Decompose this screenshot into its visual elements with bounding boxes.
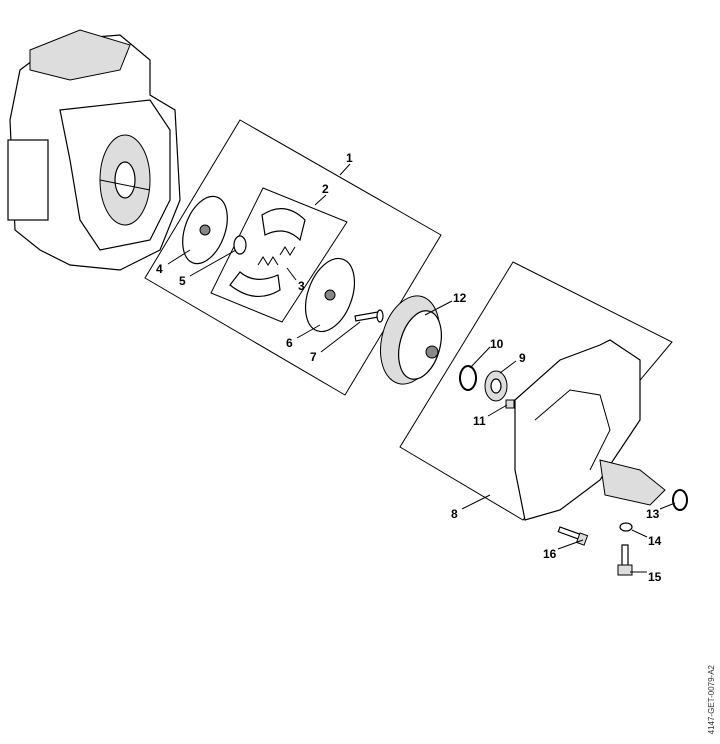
- callout-8: 8: [451, 507, 458, 521]
- callout-7: 7: [310, 350, 317, 364]
- engine-assembly: [7, 29, 181, 271]
- callout-10: 10: [490, 337, 504, 351]
- callout-13: 13: [646, 507, 660, 521]
- part-8-housing: [514, 339, 666, 521]
- part-11-sleeve: [505, 399, 515, 409]
- part-15-screw: [617, 544, 633, 576]
- callout-12: 12: [453, 291, 467, 305]
- callout-3: 3: [298, 279, 305, 293]
- leader-lines: [167, 163, 676, 573]
- callout-6: 6: [286, 336, 293, 350]
- part-6-plate: [304, 257, 356, 333]
- callout-labels: 1 2 3 4 5 6 7 8 9 10 11 12 13 14 15 16: [156, 151, 662, 584]
- callout-11: 11: [473, 414, 486, 428]
- part-14-washer: [619, 522, 633, 532]
- box-1: [144, 119, 442, 396]
- callout-5: 5: [179, 274, 186, 288]
- callout-9: 9: [519, 351, 526, 365]
- part-12-clutch-drum: [380, 295, 442, 385]
- callout-14: 14: [648, 534, 662, 548]
- part-13-circlip: [672, 489, 688, 511]
- part-9-bearing: [484, 370, 508, 402]
- callout-1: 1: [346, 151, 353, 165]
- callout-4: 4: [156, 262, 163, 276]
- box-8: [399, 261, 673, 521]
- document-id: 4147-GET-0079-A2: [707, 664, 716, 734]
- callout-2: 2: [322, 182, 329, 196]
- box-2: [210, 187, 348, 323]
- part-16-screw: [557, 526, 589, 546]
- part-4-plate: [182, 195, 228, 265]
- part-5-washer: [233, 235, 247, 255]
- part-7-screw: [354, 309, 384, 323]
- callout-15: 15: [648, 570, 662, 584]
- part-10-circlip: [459, 365, 477, 391]
- callout-16: 16: [543, 547, 557, 561]
- part-2-clutch-shoes: [229, 208, 306, 297]
